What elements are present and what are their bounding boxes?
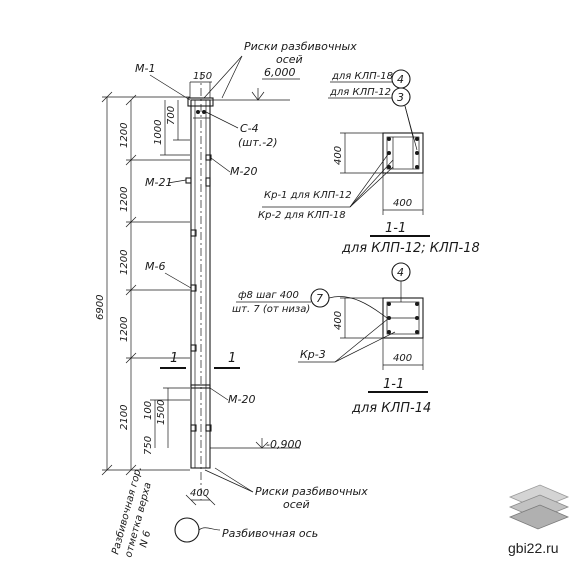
dim-150: 150: [193, 71, 212, 82]
section-a-subtitle: для КЛП-12; КЛП-18: [341, 241, 480, 256]
label-m6: М-6: [145, 260, 165, 273]
column-elevation: 1 1 6,000 -0,900 400 150: [160, 66, 301, 506]
level-note-3: N 6: [138, 529, 153, 548]
layers-logo-icon: [508, 484, 570, 530]
callout-3-a-text: 3: [397, 91, 404, 104]
kr3-label: Кр-3: [300, 348, 326, 361]
section-b-title: 1-1: [383, 377, 404, 392]
dim-total: 6900: [95, 295, 106, 320]
left-dimensions: 6900 1200 1200 1200 1200 2100 1000 700 1…: [95, 91, 190, 559]
label-c4: С-4: [240, 122, 259, 135]
risk-label-top: Риски разбивочных: [244, 40, 357, 53]
risk-label-top-2: осей: [276, 53, 303, 66]
dim-2100: 2100: [119, 405, 130, 430]
section-a-dim-w: 400: [393, 198, 412, 209]
section-a-outline: [382, 132, 424, 174]
label-m21: М-21: [145, 176, 172, 189]
section-b-dim-h: 400: [333, 311, 344, 330]
label-m20-upper: М-20: [230, 165, 257, 178]
kr2-label: Кр-2 для КЛП-18: [258, 210, 346, 221]
watermark: gbi22.ru: [508, 484, 570, 556]
dim-width-bottom: 400: [190, 488, 209, 499]
label-m20-lower: М-20: [228, 393, 255, 406]
watermark-text: gbi22.ru: [508, 540, 559, 556]
section-a-dim-h: 400: [333, 146, 344, 165]
kr1-label: Кр-1 для КЛП-12: [264, 190, 352, 201]
risk-label-bottom: Риски разбивочных: [255, 485, 368, 498]
column-outline: [190, 99, 211, 469]
section-a-title: 1-1: [385, 221, 406, 236]
label-c4-qty: (шт.-2): [238, 136, 278, 149]
elevation-bottom: -0,900: [266, 438, 301, 451]
section-b-outline: [382, 297, 424, 339]
section-b-dim-w: 400: [393, 353, 412, 364]
label-m1: М-1: [135, 62, 155, 75]
for-klp18: для КЛП-18: [331, 71, 393, 82]
dim-750: 750: [143, 436, 154, 455]
dim-1000: 1000: [153, 120, 164, 145]
callout-7-b-text: 7: [316, 292, 323, 305]
elevation-top: 6,000: [264, 66, 296, 79]
embed-m21: [185, 177, 192, 184]
rebar-qty-label: шт. 7 (от низа): [232, 304, 310, 315]
embed-m20-upper: [205, 154, 212, 161]
dim-100: 100: [143, 401, 154, 420]
dim-1200-c: 1200: [119, 250, 130, 275]
axis-circle: [174, 517, 200, 543]
callout-3-a: [391, 87, 411, 107]
section-mark-left: 1: [170, 351, 178, 366]
dim-700: 700: [166, 106, 177, 125]
axis-label: Разбивочная ось: [222, 527, 318, 540]
callout-4-b-text: 4: [397, 266, 404, 279]
section-mark-right: 1: [228, 351, 236, 366]
top-plate: [187, 97, 214, 107]
for-klp12: для КЛП-12: [329, 87, 391, 98]
dim-1500: 1500: [156, 400, 167, 425]
embed-m20-lower: [190, 384, 211, 389]
dim-1200-b: 1200: [119, 187, 130, 212]
elevation-labels: Риски разбивочных осей М-1 С-4 (шт.-2) М…: [135, 40, 368, 543]
callout-4-a-text: 4: [397, 73, 404, 86]
dim-1200-a: 1200: [119, 123, 130, 148]
section-b: 4 7 ф8 шаг 400 шт. 7 (от низа) Кр-3 400 …: [232, 262, 431, 416]
section-b-subtitle: для КЛП-14: [351, 401, 431, 416]
section-a: 4 3 для КЛП-18 для КЛП-12 Кр-1 для КЛП-1…: [258, 69, 480, 256]
rebar-label: ф8 шаг 400: [238, 290, 299, 301]
risk-label-bottom-2: осей: [283, 498, 310, 511]
dim-1200-d: 1200: [119, 317, 130, 342]
